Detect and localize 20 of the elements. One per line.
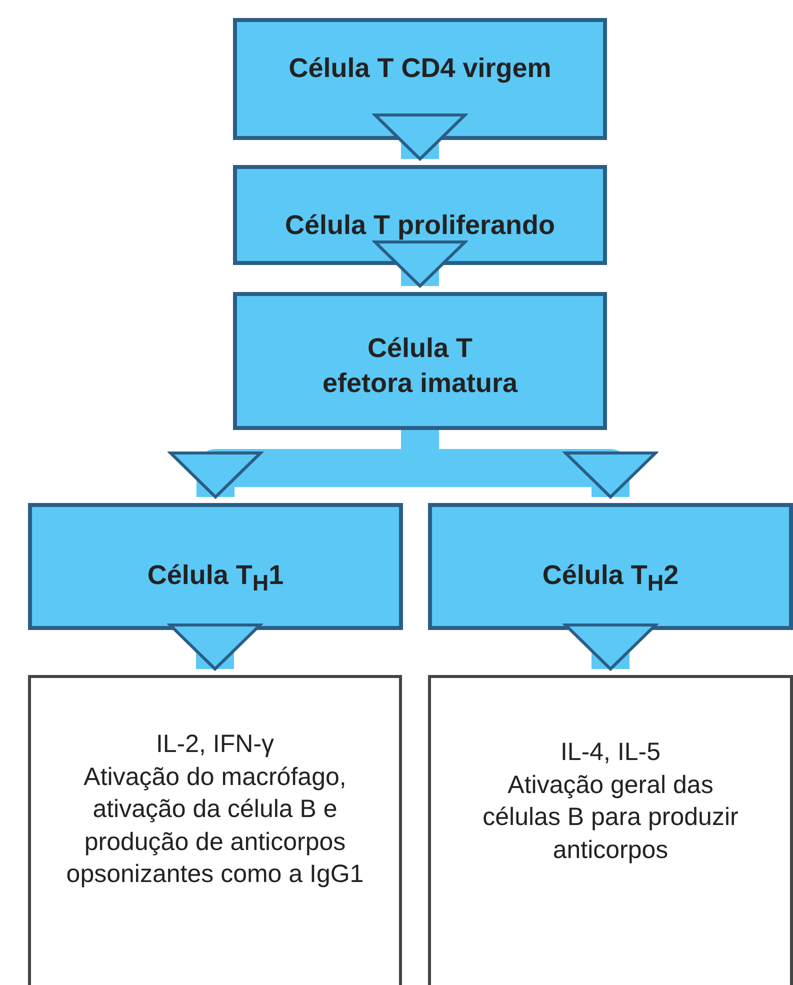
cytokine-label: IL-4, IL-5 bbox=[560, 737, 661, 768]
function-text: Ativação geral das células B para produzir anticorpos bbox=[482, 770, 740, 866]
stage-label: Célula T$_{H}$1 bbox=[147, 558, 284, 598]
cell-stage-box bbox=[28, 503, 403, 630]
stage-label: Célula T proliferando bbox=[284, 209, 556, 242]
function-text: Ativação do macrófago, ativação da célula B e produção de anticorpos opsonizantes como a IgG1 bbox=[65, 762, 365, 890]
block-arrow bbox=[564, 624, 657, 670]
cytokine-label: IL-2, IFN-γ bbox=[156, 729, 274, 760]
stage-label: Célula T CD4 virgem bbox=[288, 52, 552, 86]
stage-label: Célula T$_{H}$2 bbox=[542, 558, 679, 598]
cell-stage-box bbox=[428, 503, 793, 630]
description-box bbox=[428, 675, 793, 985]
description-box bbox=[28, 675, 402, 985]
block-arrow bbox=[374, 240, 466, 288]
block-arrow bbox=[374, 114, 466, 160]
cell-stage-box bbox=[233, 165, 607, 265]
cell-stage-box bbox=[233, 292, 607, 430]
stage-label: Célula T efetora imatura bbox=[321, 332, 519, 400]
block-arrow bbox=[168, 624, 262, 670]
cell-stage-box bbox=[233, 18, 607, 140]
